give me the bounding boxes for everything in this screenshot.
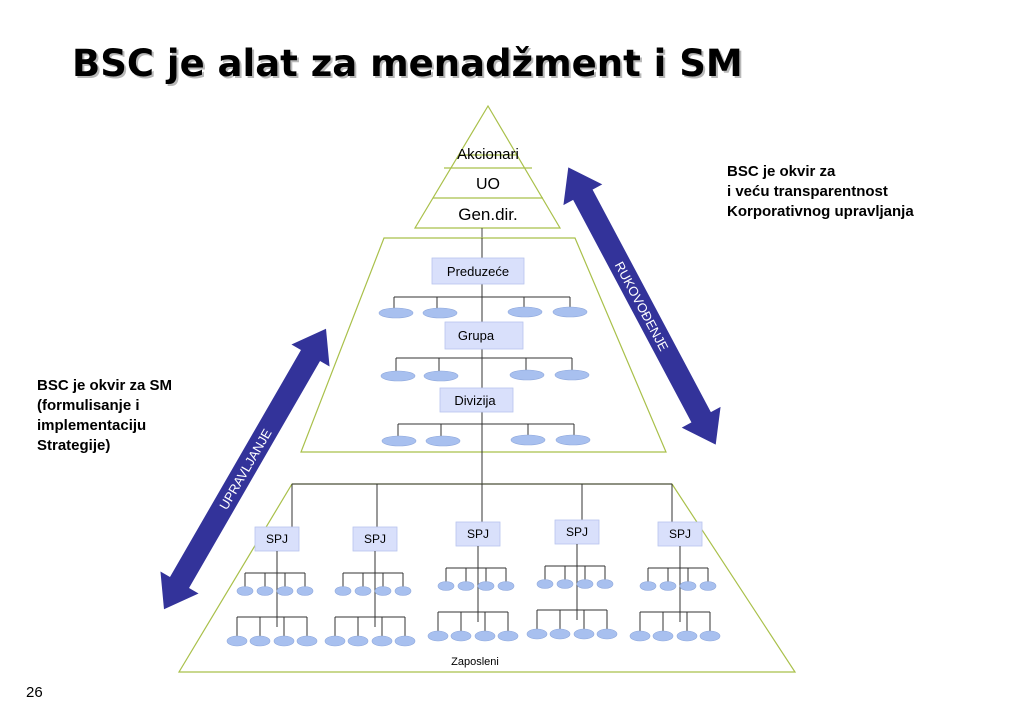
page-number: 26 (26, 684, 43, 701)
org-oval (679, 581, 697, 591)
top-pyramid-outline (413, 104, 562, 229)
box-preduzece-label: Preduzeće (447, 264, 509, 279)
spj-box (657, 521, 703, 547)
bottom-pyramid-outline (177, 483, 797, 673)
spj-label: SPJ (364, 532, 386, 546)
org-oval (526, 628, 548, 640)
org-oval (427, 630, 449, 642)
level-gen-dir: Gen.dir. (458, 205, 518, 224)
note-corporate-governance: BSC je okvir za i veću transparentnost K… (727, 162, 914, 222)
org-oval (422, 307, 458, 319)
org-oval (573, 628, 595, 640)
org-oval (450, 630, 472, 642)
double-arrow-icon (563, 167, 721, 445)
org-oval (652, 630, 674, 642)
org-oval (276, 586, 294, 596)
org-oval (659, 581, 677, 591)
org-oval (394, 635, 416, 647)
org-oval (347, 635, 369, 647)
spj-box (455, 521, 501, 547)
note-line: implementaciju (37, 417, 147, 434)
org-oval (296, 586, 314, 596)
org-oval (629, 630, 651, 642)
org-oval (576, 579, 594, 589)
org-oval (474, 630, 496, 642)
bottom-pyramid: SPJ SPJ SPJ SPJ SPJ Zaposleni (177, 483, 797, 673)
box-grupa-label: Grupa (458, 328, 495, 343)
org-oval (425, 435, 461, 447)
org-oval (477, 581, 495, 591)
box-grupa (444, 321, 524, 350)
org-oval (354, 586, 372, 596)
org-oval (536, 579, 554, 589)
org-oval (556, 579, 574, 589)
org-oval (509, 369, 545, 381)
org-oval (510, 434, 546, 446)
org-oval (596, 628, 618, 640)
org-oval (497, 581, 515, 591)
zaposleni-label: Zaposleni (451, 656, 499, 668)
org-oval (596, 579, 614, 589)
middle-pyramid-outline (300, 237, 667, 453)
org-oval (676, 630, 698, 642)
slide-title: BSC je alat za menadžment i SM (72, 42, 743, 85)
org-oval (378, 307, 414, 319)
note-strategic-management: BSC je okvir za SM (formulisanje i imple… (37, 376, 172, 456)
arrow-rukovodjenje-label: RUKOVOĐENJE (612, 259, 672, 354)
spj-label: SPJ (566, 525, 588, 539)
org-oval (324, 635, 346, 647)
spj-label: SPJ (669, 527, 691, 541)
spj-box (254, 526, 300, 552)
spj-label: SPJ (467, 527, 489, 541)
box-divizija (439, 387, 514, 413)
org-oval (699, 630, 721, 642)
org-oval (249, 635, 271, 647)
level-uo: UO (476, 176, 500, 193)
org-oval (699, 581, 717, 591)
org-oval (374, 586, 392, 596)
spj-label: SPJ (266, 532, 288, 546)
note-line: BSC je okvir za (727, 163, 836, 180)
org-oval (226, 635, 248, 647)
note-line: Korporativnog upravljanja (727, 203, 914, 220)
note-line: Strategije) (37, 437, 111, 454)
org-oval (552, 306, 588, 318)
org-oval (549, 628, 571, 640)
org-oval (334, 586, 352, 596)
org-oval (380, 370, 416, 382)
level-akcionari: Akcionari (457, 146, 519, 163)
box-divizija-label: Divizija (454, 393, 496, 408)
middle-pyramid: Preduzeće Grupa Divizija (300, 237, 667, 453)
double-arrow-icon (160, 328, 330, 610)
note-line: BSC je okvir za SM (37, 377, 173, 394)
org-oval (296, 635, 318, 647)
note-line: (formulisanje i (37, 397, 140, 414)
box-preduzece (431, 257, 525, 285)
org-oval (507, 306, 543, 318)
org-oval (639, 581, 657, 591)
org-oval (457, 581, 475, 591)
org-oval (554, 369, 590, 381)
org-oval (256, 586, 274, 596)
org-oval (381, 435, 417, 447)
org-oval (394, 586, 412, 596)
org-oval (423, 370, 459, 382)
org-oval (236, 586, 254, 596)
org-oval (273, 635, 295, 647)
org-oval (555, 434, 591, 446)
org-oval (437, 581, 455, 591)
spj-box (352, 526, 398, 552)
arrow-rukovodjenje: RUKOVOĐENJE (563, 167, 721, 445)
arrow-upravljanje-label: UPRAVLJANJE (216, 426, 275, 512)
spj-units: SPJ SPJ SPJ SPJ SPJ (226, 519, 721, 647)
org-oval (371, 635, 393, 647)
org-oval (497, 630, 519, 642)
top-pyramid (413, 104, 562, 229)
note-line: i veću transparentnost (727, 183, 888, 200)
